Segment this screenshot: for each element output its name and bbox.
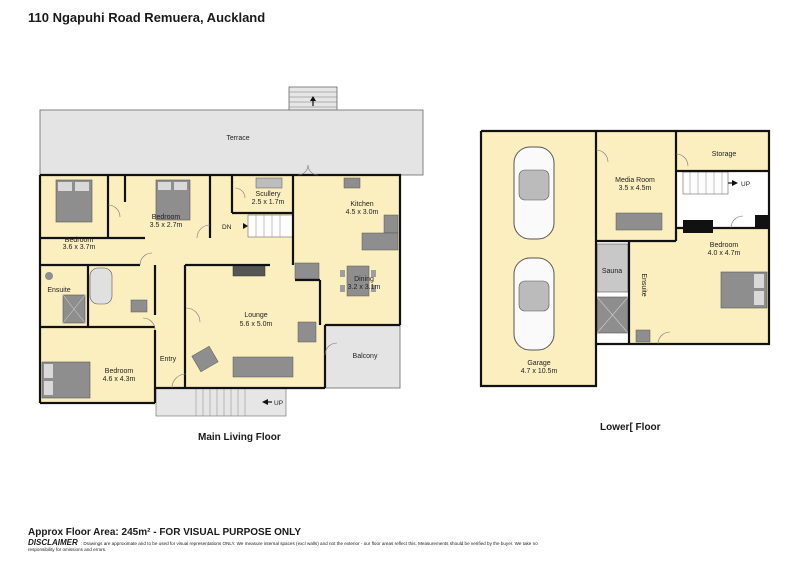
garage-dim: 4.7 x 10.5m [521, 368, 558, 375]
bed-icon [55, 179, 93, 223]
main-floor-walls [38, 173, 402, 405]
lounge-dim: 5.6 x 5.0m [240, 321, 273, 328]
car-icon [513, 146, 555, 240]
dining-name: Dining [354, 276, 374, 283]
kitchen-name: Kitchen [350, 201, 373, 208]
kitchen-fixtures [255, 177, 399, 280]
bed-icon [155, 179, 191, 221]
terrace [39, 109, 424, 176]
entry-stairs [155, 387, 287, 417]
sauna-label: Sauna [602, 268, 622, 275]
disclaimer: DISCLAIMER: Drawings are approximate and… [28, 538, 548, 553]
storage-label: Storage [712, 151, 737, 158]
sofa-icon [615, 212, 663, 231]
floor-area-note: Approx Floor Area: 245m² - FOR VISUAL PU… [28, 527, 302, 538]
bedroom2-dim: 3.5 x 2.7m [150, 222, 183, 229]
scullery-name: Scullery [256, 191, 281, 198]
balcony [324, 324, 401, 389]
garage-name: Garage [527, 360, 550, 367]
bedroom1-name: Bedroom [65, 237, 94, 244]
media-room-name: Media Room [615, 177, 655, 184]
property-title: 110 Ngapuhi Road Remuera, Auckland [28, 10, 266, 25]
lower-ensuite-label: Ensuite [640, 273, 647, 296]
stairs-down-label: DN [222, 224, 232, 231]
lower-stairs-up-label: UP [741, 181, 750, 188]
ensuite-label: Ensuite [47, 287, 70, 294]
kitchen-dim: 4.5 x 3.0m [346, 209, 379, 216]
bedroom3-dim: 4.6 x 4.3m [103, 376, 136, 383]
stairs-up-label-bottom: UP [274, 400, 283, 407]
dining-dim: 3.2 x 3.1m [348, 284, 381, 291]
bed-icon [720, 271, 768, 309]
lower-floor-walls [479, 129, 771, 388]
lower-stairs [682, 171, 738, 195]
wardrobe-block [683, 220, 713, 233]
entry-label: Entry [160, 356, 177, 363]
top-stairs [288, 86, 338, 112]
door-swings [107, 164, 338, 389]
bedroom3-name: Bedroom [105, 368, 134, 375]
car-icon [513, 257, 555, 351]
main-floor-rooms [40, 175, 400, 403]
lounge-name: Lounge [244, 312, 267, 319]
lower-door-swings [595, 149, 744, 345]
balcony-label: Balcony [353, 353, 378, 360]
dining-table-icon [340, 265, 376, 297]
main-floor-label: Main Living Floor [198, 432, 281, 443]
scullery-stairs [243, 214, 294, 238]
lower-bedroom-name: Bedroom [710, 242, 739, 249]
lower-bedroom-dim: 4.0 x 4.7m [708, 250, 741, 257]
bedroom2-name: Bedroom [152, 214, 181, 221]
toilet-icon [635, 329, 651, 343]
lower-floor-label: Lower[ Floor [600, 422, 661, 433]
ensuite-fixtures [45, 267, 148, 324]
terrace-label: Terrace [226, 135, 249, 142]
wardrobe-block [755, 215, 769, 229]
disclaimer-heading: DISCLAIMER [28, 538, 78, 547]
sauna [596, 243, 629, 293]
lounge-furniture [191, 264, 317, 378]
scullery-dim: 2.5 x 1.7m [252, 199, 285, 206]
bedroom1-dim: 3.6 x 3.7m [63, 244, 96, 251]
disclaimer-text: : Drawings are approximate and to be use… [28, 541, 538, 552]
media-room-dim: 3.5 x 4.5m [619, 185, 652, 192]
bed-icon [41, 361, 91, 399]
